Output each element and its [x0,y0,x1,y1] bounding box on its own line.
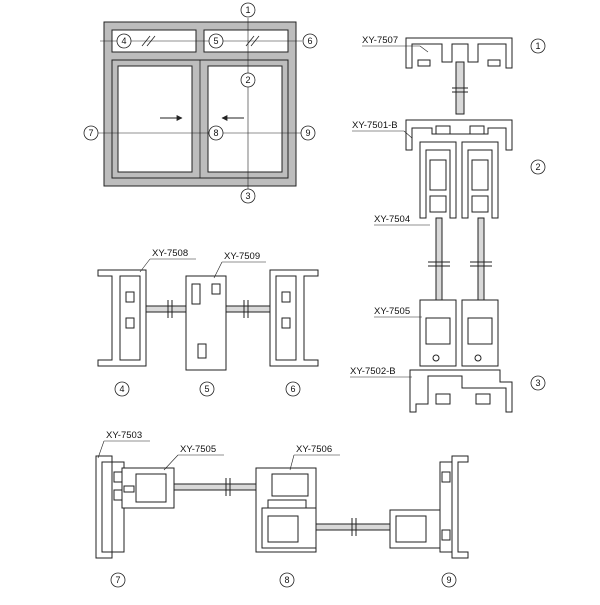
section-number-1: 1 [530,38,546,54]
label-xy-7507: XY-7507 [362,35,398,46]
svg-text:7: 7 [88,128,93,138]
label-xy-7506: XY-7506 [296,444,332,455]
svg-text:3: 3 [245,191,250,201]
section-number-4: 4 [114,381,130,397]
svg-text:4: 4 [121,36,126,46]
glass-right [477,217,485,303]
section-number-3: 3 [530,375,546,391]
svg-text:3: 3 [535,378,540,388]
svg-text:5: 5 [213,36,218,46]
label-xy-7505-bottom: XY-7505 [180,444,216,455]
horizontal-section [95,455,469,559]
callout-3: 3 [240,188,256,204]
label-xy-7505: XY-7505 [374,306,410,317]
transom-section-labels: XY-7508 XY-7509 4 5 6 [114,248,301,397]
callout-8: 8 [208,125,224,141]
label-xy-7501-b: XY-7501-B [352,120,398,131]
sash-glass-left [117,65,193,173]
callout-6: 6 [302,33,318,49]
section-number-8: 8 [279,572,295,588]
svg-text:1: 1 [245,5,250,15]
svg-text:6: 6 [307,36,312,46]
transom-section [97,269,319,371]
section-number-6: 6 [285,381,301,397]
callout-7: 7 [83,125,99,141]
svg-text:5: 5 [204,384,209,394]
svg-text:9: 9 [446,575,451,585]
profile-xy-7504-left [419,141,457,219]
svg-text:6: 6 [290,384,295,394]
callout-2: 2 [240,72,256,88]
callout-1: 1 [240,2,256,18]
horizontal-section-labels: XY-7503 XY-7505 XY-7506 7 8 9 [97,430,457,588]
profile-xy-7503 [95,455,113,559]
callout-9: 9 [300,125,316,141]
callout-5: 5 [208,33,224,49]
svg-text:8: 8 [284,575,289,585]
svg-text:4: 4 [119,384,124,394]
label-xy-7502-b: XY-7502-B [350,366,396,377]
window-callouts: 1 2 3 4 5 6 7 8 9 [83,2,318,204]
svg-text:9: 9 [305,128,310,138]
svg-text:7: 7 [115,575,120,585]
section-number-2: 2 [530,159,546,175]
profile-xy-7502-b [409,369,513,413]
svg-text:2: 2 [535,162,540,172]
window-elevation [98,18,302,196]
vertical-section [405,37,513,413]
label-xy-7508: XY-7508 [152,248,188,259]
profile-xy-7504-right [461,141,499,219]
label-xy-7509: XY-7509 [224,251,260,262]
callout-4: 4 [116,33,132,49]
section-number-5: 5 [199,381,215,397]
label-xy-7504: XY-7504 [374,214,410,225]
section-number-9: 9 [441,572,457,588]
vertical-section-labels: XY-7507 XY-7501-B XY-7504 XY-7505 XY-750… [350,35,546,391]
profile-xy-7501-b [405,119,513,151]
glass-left [435,217,443,303]
svg-text:2: 2 [245,75,250,85]
label-xy-7503: XY-7503 [106,430,142,441]
svg-text:1: 1 [535,41,540,51]
profile-xy-7507 [405,37,513,69]
section-number-7: 7 [110,572,126,588]
svg-text:8: 8 [213,128,218,138]
